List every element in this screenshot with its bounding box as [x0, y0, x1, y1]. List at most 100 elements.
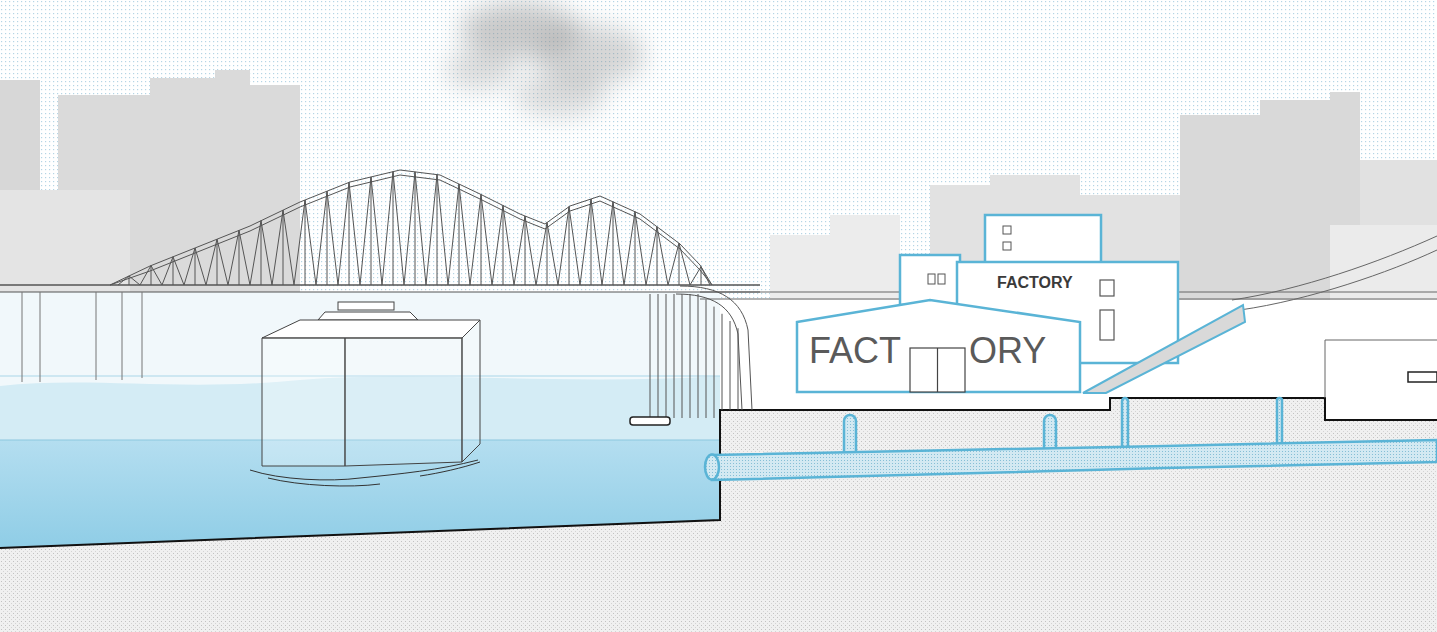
bridge-truss — [415, 172, 426, 285]
bridge-truss — [110, 175, 712, 285]
bridge-truss — [624, 212, 635, 285]
bridge-truss — [503, 206, 504, 286]
factory-annex — [938, 274, 945, 284]
viaduct — [698, 294, 699, 418]
bridge-truss — [195, 248, 206, 285]
bridge-truss — [459, 184, 460, 285]
building-sign: ORY — [969, 330, 1046, 371]
pipe — [1277, 398, 1282, 446]
left-piers — [122, 292, 123, 380]
bridge-truss — [0, 170, 760, 292]
bridge-truss — [393, 172, 404, 285]
left-piers — [22, 292, 142, 382]
bridge-pier — [345, 338, 462, 466]
viaduct — [714, 307, 715, 418]
boat — [630, 417, 670, 425]
door — [937, 348, 938, 392]
bridge-truss — [195, 248, 196, 285]
text-slot: FACT — [809, 330, 901, 371]
window — [1100, 280, 1114, 296]
bridge-truss — [547, 223, 558, 285]
bridge-truss — [591, 199, 592, 285]
highway — [1240, 250, 1437, 310]
viaduct — [738, 328, 739, 410]
viaduct — [674, 294, 675, 418]
bridge-truss — [701, 267, 710, 285]
bridge-pier — [268, 478, 380, 486]
bridge-pier — [338, 302, 394, 310]
viaduct — [706, 299, 707, 418]
bridge-truss — [338, 182, 349, 285]
viaduct — [666, 294, 667, 418]
bridge-truss — [162, 257, 173, 285]
bridge-truss — [371, 177, 382, 285]
pipe — [712, 440, 1437, 480]
viaduct — [730, 321, 731, 410]
bridge-truss — [140, 266, 151, 285]
skyline — [0, 70, 1437, 300]
skyline — [770, 215, 900, 300]
left-piers — [22, 292, 23, 382]
bridge-pier — [250, 460, 478, 480]
ground — [0, 398, 1437, 632]
bridge-truss — [349, 182, 360, 285]
bridge-truss — [206, 239, 217, 285]
bridge-truss — [151, 266, 152, 285]
door — [910, 348, 965, 392]
bridge-truss — [349, 182, 350, 285]
bridge-truss — [371, 177, 372, 285]
bridge-truss — [657, 227, 658, 285]
highway — [1232, 236, 1437, 300]
factory-annex — [900, 255, 960, 305]
pipe — [705, 398, 1437, 480]
highway — [1408, 372, 1437, 382]
bridge-truss — [591, 199, 602, 285]
factory-annex — [985, 215, 1101, 263]
ground — [0, 398, 1437, 632]
bridge-truss — [327, 191, 338, 285]
bridge-truss — [173, 257, 174, 285]
bridge-truss — [635, 212, 646, 285]
bridge-truss — [536, 223, 547, 285]
factory-annex — [928, 274, 935, 284]
ground — [0, 398, 1437, 548]
bridge-pier — [262, 320, 480, 338]
smoke — [445, 50, 515, 90]
bridge-pier — [462, 320, 480, 462]
bridge-truss — [283, 210, 294, 285]
left-piers — [40, 292, 41, 382]
bridge-truss — [129, 276, 130, 285]
bridge-truss — [426, 175, 437, 285]
bridge-truss — [492, 206, 503, 286]
bridge-truss — [173, 257, 184, 285]
bridge-pier — [318, 312, 418, 320]
bridge-truss — [635, 212, 636, 285]
bridge-truss — [382, 172, 393, 285]
sky — [0, 0, 1437, 300]
bridge-truss — [305, 200, 306, 285]
viaduct — [682, 294, 683, 418]
building-sign: FACT — [809, 330, 901, 371]
smoke — [445, 2, 645, 117]
text-slot: FACTORY — [997, 274, 1073, 292]
river — [0, 292, 720, 548]
factory-annex — [1003, 226, 1011, 234]
bridge-truss — [404, 172, 415, 285]
bridge-truss — [261, 221, 272, 285]
viaduct — [650, 294, 651, 418]
highway — [1325, 340, 1326, 398]
viaduct — [650, 286, 752, 418]
bridge-truss — [668, 243, 679, 285]
bridge-truss — [679, 243, 680, 285]
bridge-truss — [481, 195, 492, 286]
factory-annex — [1003, 242, 1011, 250]
bridge-truss — [437, 175, 438, 285]
boat — [630, 417, 670, 425]
bridge-truss — [217, 239, 228, 285]
bridge-truss — [437, 175, 448, 285]
highway — [1325, 340, 1437, 341]
bridge-truss — [602, 202, 613, 285]
bridge-truss — [0, 292, 760, 293]
text-slot: ORY — [969, 330, 1046, 371]
